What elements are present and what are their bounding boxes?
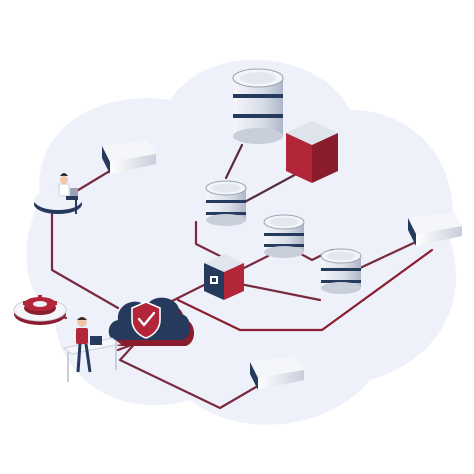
gear-icon bbox=[23, 295, 57, 315]
check-icon bbox=[137, 311, 156, 327]
line-cube-to-cloud bbox=[168, 280, 212, 304]
processor-cube bbox=[204, 254, 244, 300]
router-bottom bbox=[250, 356, 304, 390]
chip-icon bbox=[210, 276, 218, 284]
cloud-shield bbox=[108, 297, 195, 346]
line-cloud-right bbox=[238, 282, 322, 302]
database-stack-right bbox=[320, 248, 362, 294]
router-right bbox=[408, 212, 462, 246]
man-at-desk bbox=[62, 317, 122, 382]
line-to-right-router bbox=[358, 238, 422, 270]
shield-icon bbox=[131, 301, 161, 339]
database-stack-large bbox=[232, 68, 284, 144]
woman-with-laptop bbox=[34, 173, 82, 214]
gear-platform bbox=[13, 295, 67, 325]
line-db-large-to-mid bbox=[224, 143, 244, 180]
red-server-cube bbox=[286, 121, 338, 183]
line-long-red bbox=[176, 248, 434, 332]
line-woman-down bbox=[50, 208, 120, 310]
database-stack-center bbox=[263, 214, 305, 258]
router-top-left bbox=[102, 140, 156, 174]
database-stack-mid bbox=[205, 180, 247, 226]
